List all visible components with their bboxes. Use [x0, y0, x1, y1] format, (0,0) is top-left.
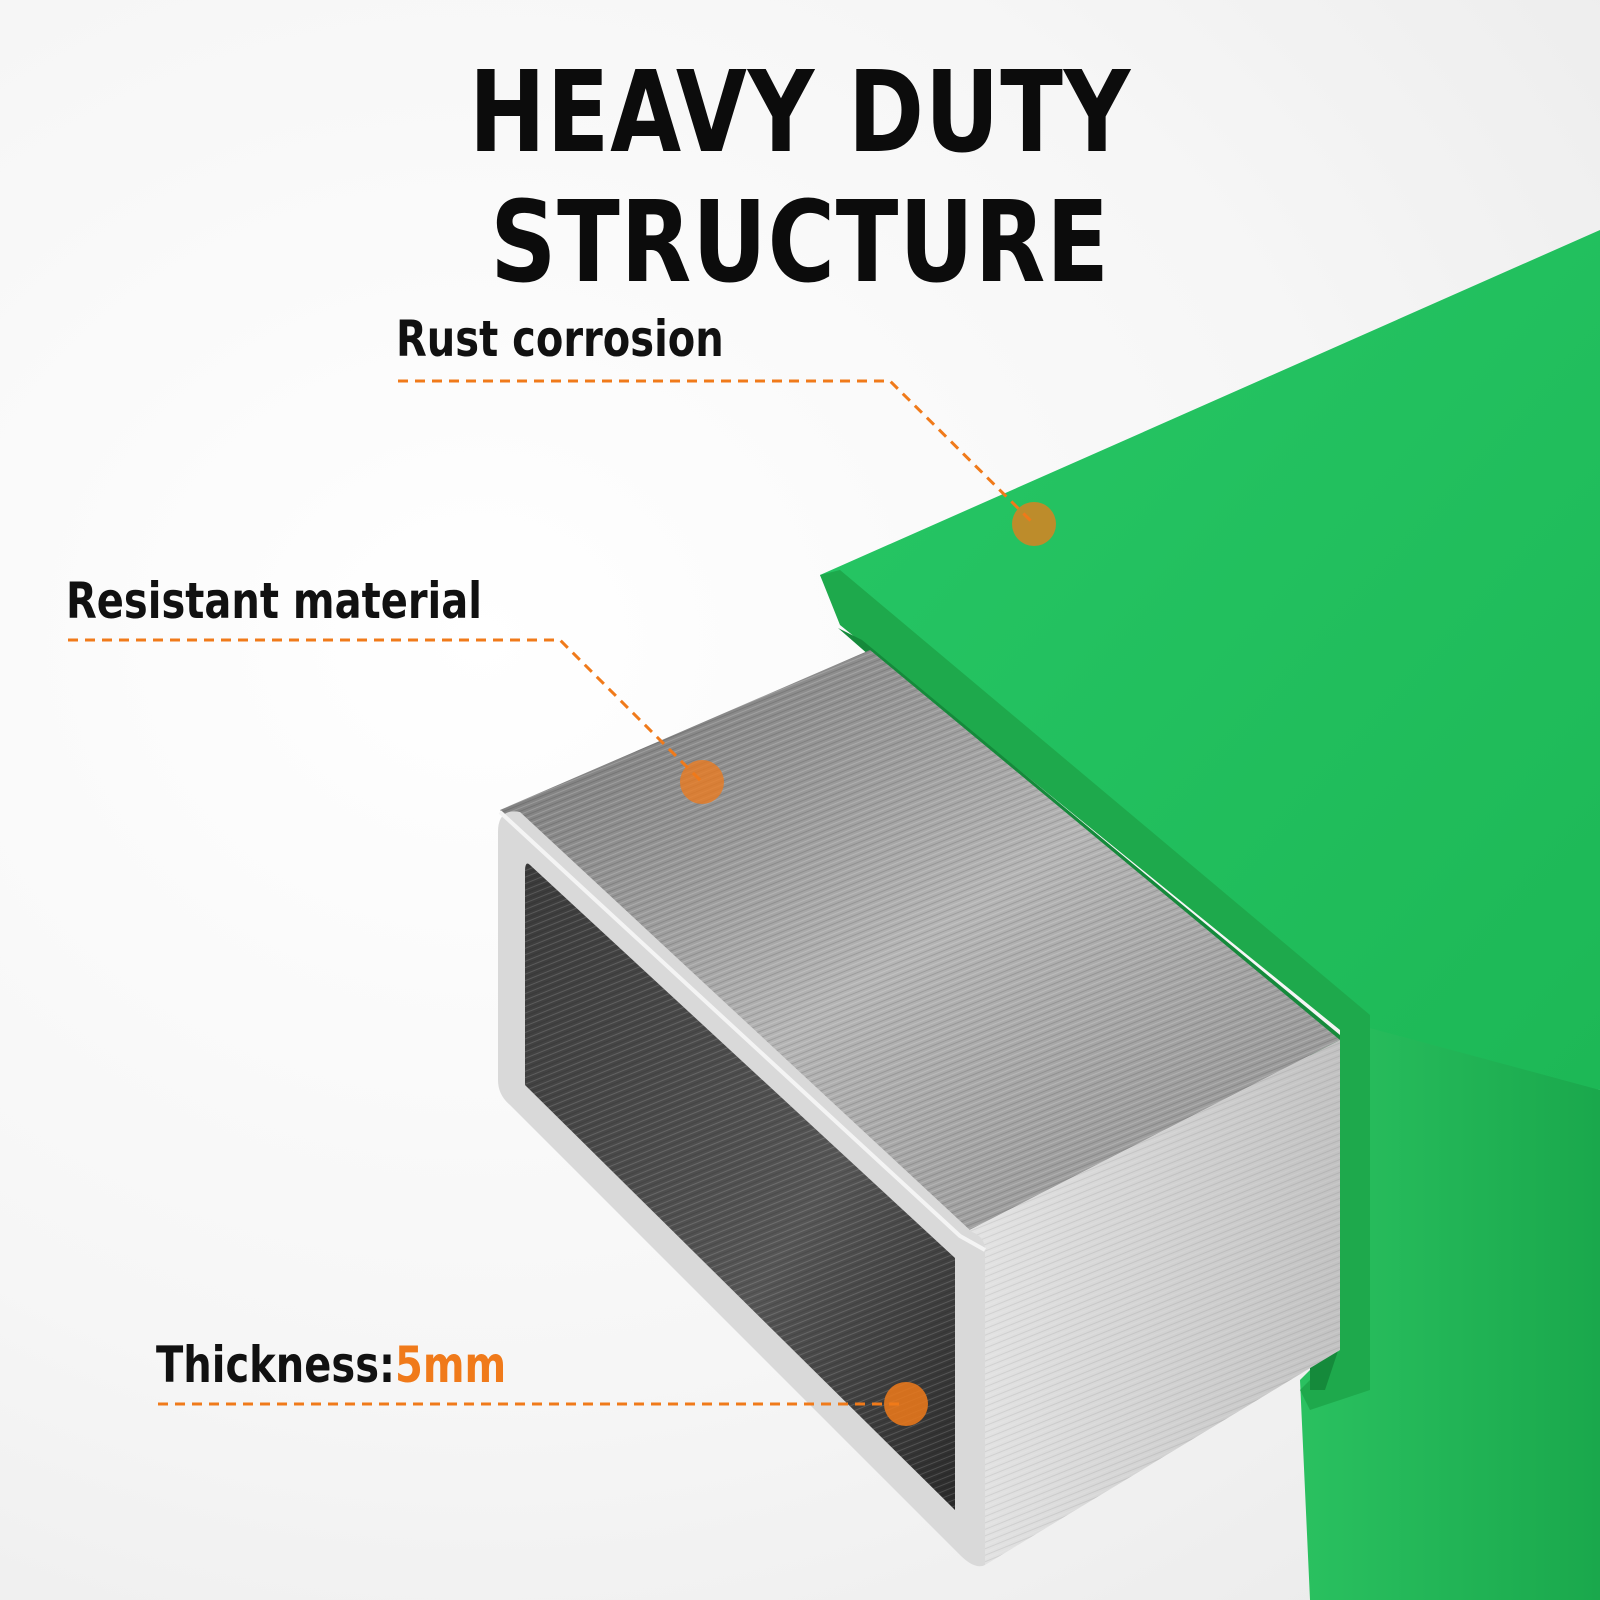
- callout-rust: [398, 379, 1036, 526]
- callout-resistant-label: Resistant material: [66, 572, 482, 630]
- thickness-value: 5mm: [395, 1336, 507, 1394]
- callout-rust-label: Rust corrosion: [396, 310, 724, 368]
- callout-rust-marker: [1012, 502, 1056, 546]
- callout-resistant: [68, 638, 704, 784]
- callout-thickness-label: Thickness:5mm: [156, 1336, 506, 1394]
- outer-green-tube: [820, 230, 1600, 1600]
- callout-resistant-marker: [680, 760, 724, 804]
- thickness-label-text: Thickness:: [156, 1336, 396, 1394]
- page-title: HEAVY DUTY STRUCTURE: [468, 48, 1132, 308]
- callout-thickness-marker: [884, 1382, 928, 1426]
